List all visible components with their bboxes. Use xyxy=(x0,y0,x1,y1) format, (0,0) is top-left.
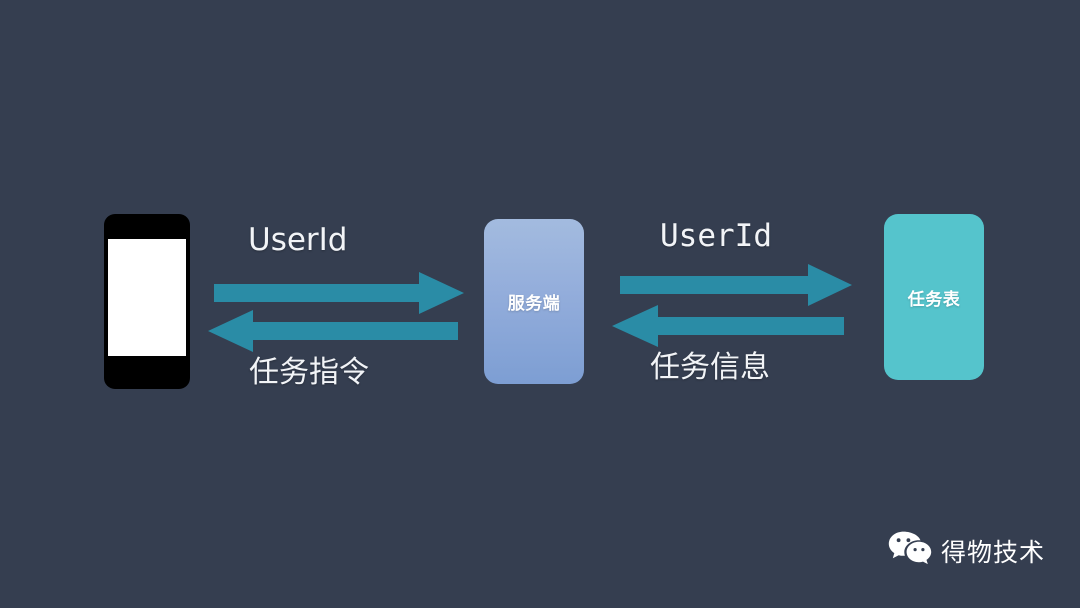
label-table-to-server: 任务信息 xyxy=(650,350,770,385)
phone-screen xyxy=(108,239,186,356)
label-server-to-client: 任务指令 xyxy=(249,355,369,390)
node-server[interactable]: 服务端 xyxy=(484,219,584,384)
arrow-server-to-table xyxy=(620,264,852,308)
node-task-table-label: 任务表 xyxy=(907,289,961,309)
label-server-to-table: UserId xyxy=(660,218,772,254)
wechat-icon xyxy=(888,530,932,571)
label-client-to-server: UserId xyxy=(248,222,348,258)
arrow-table-to-server xyxy=(612,305,844,349)
watermark-text: 得物技术 xyxy=(941,537,1046,567)
node-server-label: 服务端 xyxy=(507,294,561,313)
client-phone-device xyxy=(104,214,190,389)
arrow-server-to-client xyxy=(208,310,458,354)
node-task-table[interactable]: 任务表 xyxy=(884,214,984,380)
watermark: 得物技术 xyxy=(888,530,1045,571)
arrow-client-to-server xyxy=(214,272,464,316)
